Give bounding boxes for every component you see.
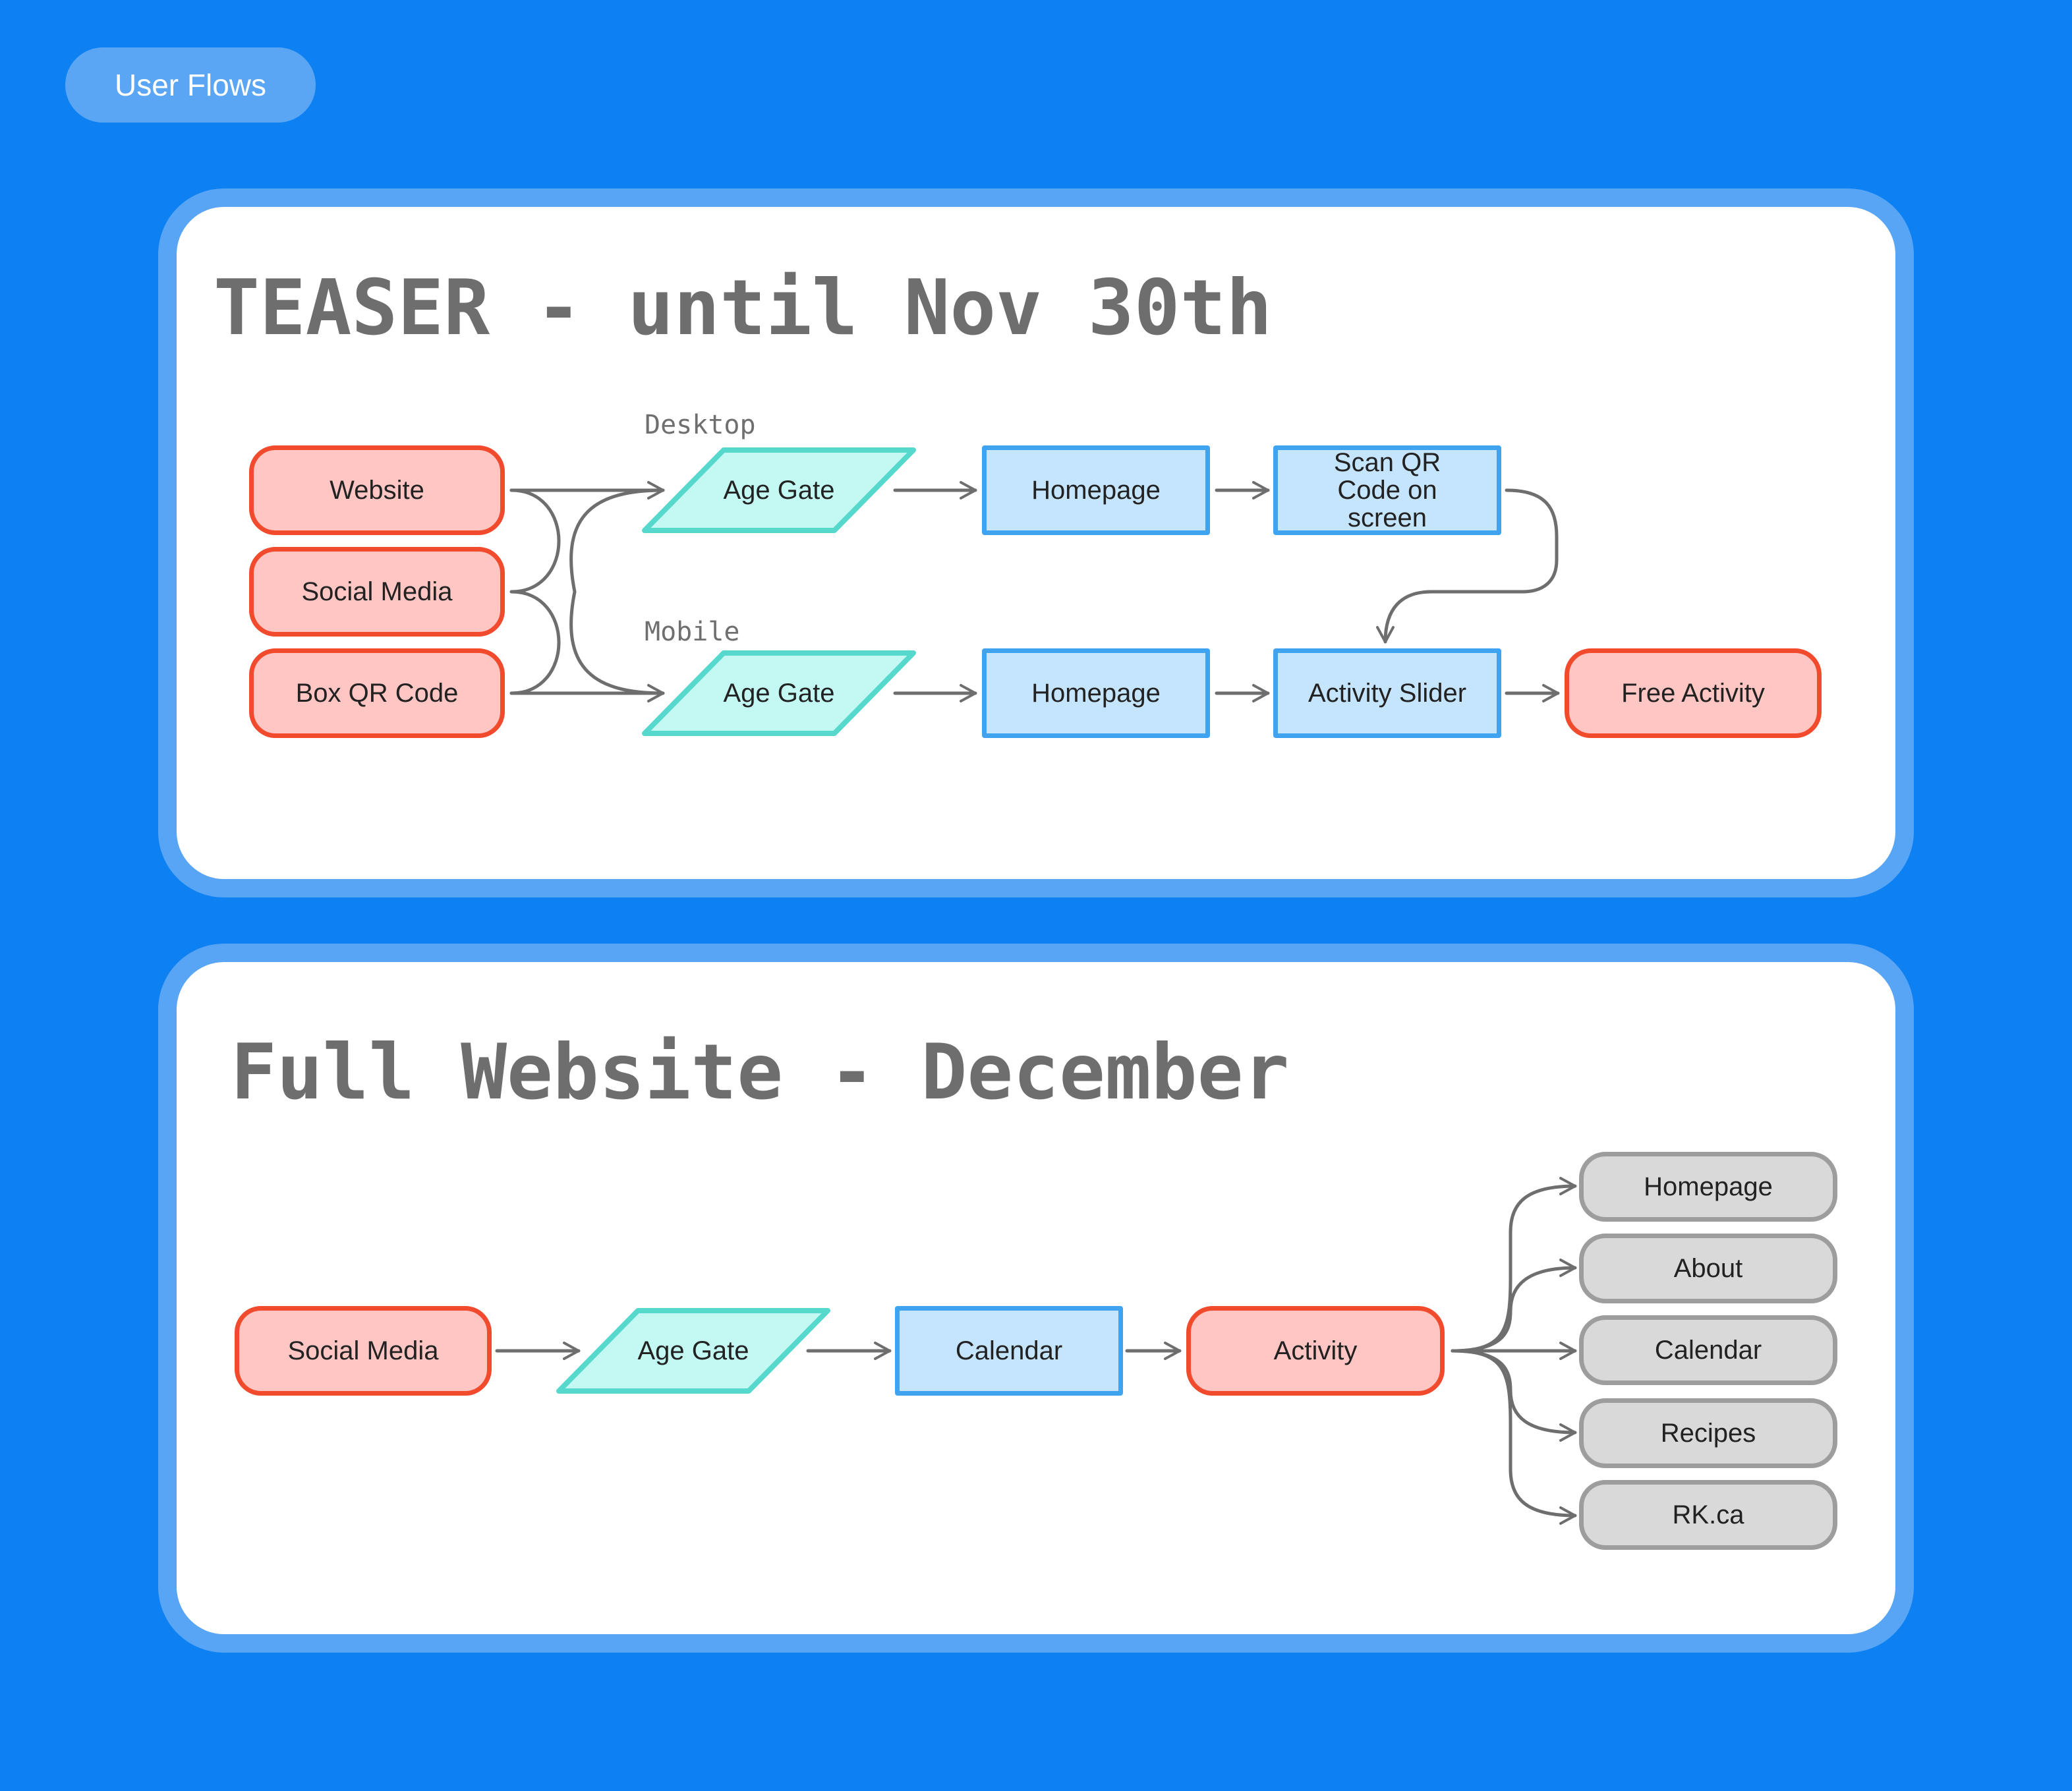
node-social-media[interactable]: Social Media <box>249 547 505 637</box>
node-full-activity[interactable]: Activity <box>1186 1306 1445 1396</box>
node-mobile-age-gate[interactable]: Age Gate <box>641 648 917 738</box>
user-flows-badge: User Flows <box>65 47 316 123</box>
node-box-qr-code[interactable]: Box QR Code <box>249 648 505 738</box>
teaser-card: TEASER - until Nov 30th <box>158 188 1914 897</box>
node-full-calendar[interactable]: Calendar <box>895 1306 1123 1396</box>
node-activity-slider[interactable]: Activity Slider <box>1273 648 1501 738</box>
node-scan-qr-code[interactable]: Scan QR Code on screen <box>1273 445 1501 535</box>
connector-merge-left <box>509 488 561 695</box>
mobile-label: Mobile <box>645 617 740 647</box>
connector-scan-slider <box>1376 488 1559 644</box>
node-free-activity[interactable]: Free Activity <box>1565 648 1822 738</box>
node-full-social-media[interactable]: Social Media <box>235 1306 492 1396</box>
node-dest-homepage[interactable]: Homepage <box>1579 1152 1837 1222</box>
connector-merge-right <box>569 488 665 695</box>
node-dest-about[interactable]: About <box>1579 1234 1837 1303</box>
node-website[interactable]: Website <box>249 445 505 535</box>
node-dest-calendar[interactable]: Calendar <box>1579 1315 1837 1385</box>
full-website-title: Full Website - December <box>231 1028 1290 1117</box>
node-full-age-gate[interactable]: Age Gate <box>555 1306 832 1396</box>
node-mobile-homepage[interactable]: Homepage <box>982 648 1210 738</box>
teaser-title: TEASER - until Nov 30th <box>214 264 1273 353</box>
node-desktop-age-gate[interactable]: Age Gate <box>641 445 917 535</box>
node-dest-rkca[interactable]: RK.ca <box>1579 1480 1837 1550</box>
desktop-label: Desktop <box>645 410 756 440</box>
connector-activity-about <box>1451 1259 1577 1353</box>
connector-activity-recipes <box>1451 1349 1577 1442</box>
connector-activity-rkca <box>1451 1349 1577 1525</box>
node-desktop-homepage[interactable]: Homepage <box>982 445 1210 535</box>
node-dest-recipes[interactable]: Recipes <box>1579 1398 1837 1468</box>
